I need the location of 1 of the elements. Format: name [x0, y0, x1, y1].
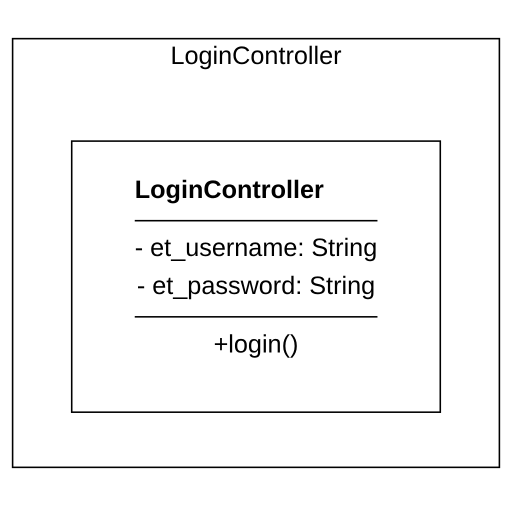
- node-box: LoginController - et_username: String - et_password: String +login(): [70, 140, 442, 413]
